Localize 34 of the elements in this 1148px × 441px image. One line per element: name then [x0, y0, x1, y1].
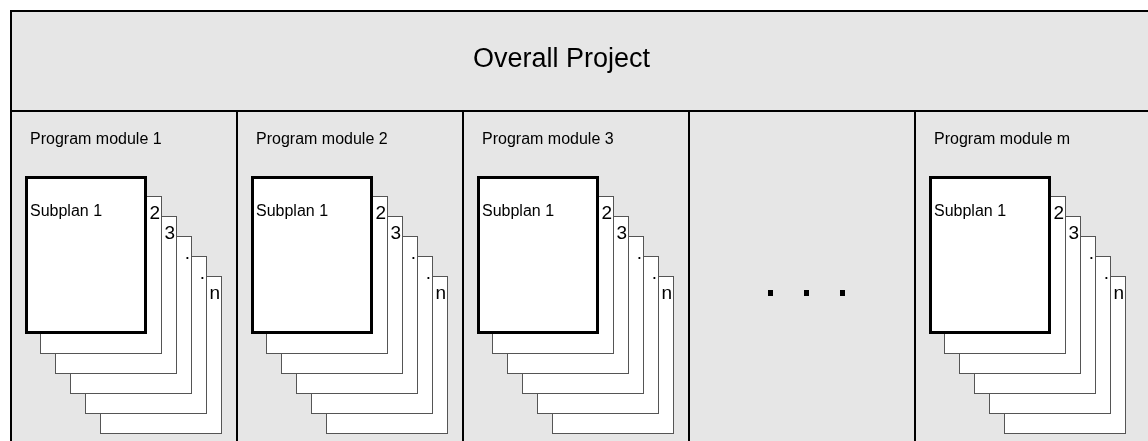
- page-number: .: [184, 243, 190, 263]
- page-number: .: [1088, 243, 1094, 263]
- page-number: .: [651, 263, 657, 283]
- page-number: .: [425, 263, 431, 283]
- page-number: 2: [375, 203, 386, 223]
- subplan-label: Subplan 1: [934, 202, 1007, 220]
- page-number: 3: [390, 223, 401, 243]
- project-frame: [10, 10, 1148, 441]
- page-number: n: [209, 283, 220, 303]
- page-number: 3: [164, 223, 175, 243]
- page-number: 2: [1053, 203, 1064, 223]
- subplan-label: Subplan 1: [256, 202, 329, 220]
- page-number: n: [1113, 283, 1124, 303]
- subplan-page: [25, 176, 147, 334]
- module-label: Program module m: [934, 130, 1071, 148]
- page-number: n: [661, 283, 672, 303]
- page-number: 3: [616, 223, 627, 243]
- page-number: .: [1103, 263, 1109, 283]
- project-title: Overall Project: [473, 42, 651, 74]
- page-number: n: [435, 283, 446, 303]
- subplan-page: [929, 176, 1051, 334]
- page-number: 2: [149, 203, 160, 223]
- page-number: .: [636, 243, 642, 263]
- subplan-page: [477, 176, 599, 334]
- page-number: 2: [601, 203, 612, 223]
- module-label: Program module 2: [256, 130, 388, 148]
- subplan-page: [251, 176, 373, 334]
- subplan-label: Subplan 1: [30, 202, 103, 220]
- page-number: .: [410, 243, 416, 263]
- page-number: 3: [1068, 223, 1079, 243]
- page-number: .: [199, 263, 205, 283]
- module-label: Program module 3: [482, 130, 614, 148]
- subplan-label: Subplan 1: [482, 202, 555, 220]
- module-label: Program module 1: [30, 130, 162, 148]
